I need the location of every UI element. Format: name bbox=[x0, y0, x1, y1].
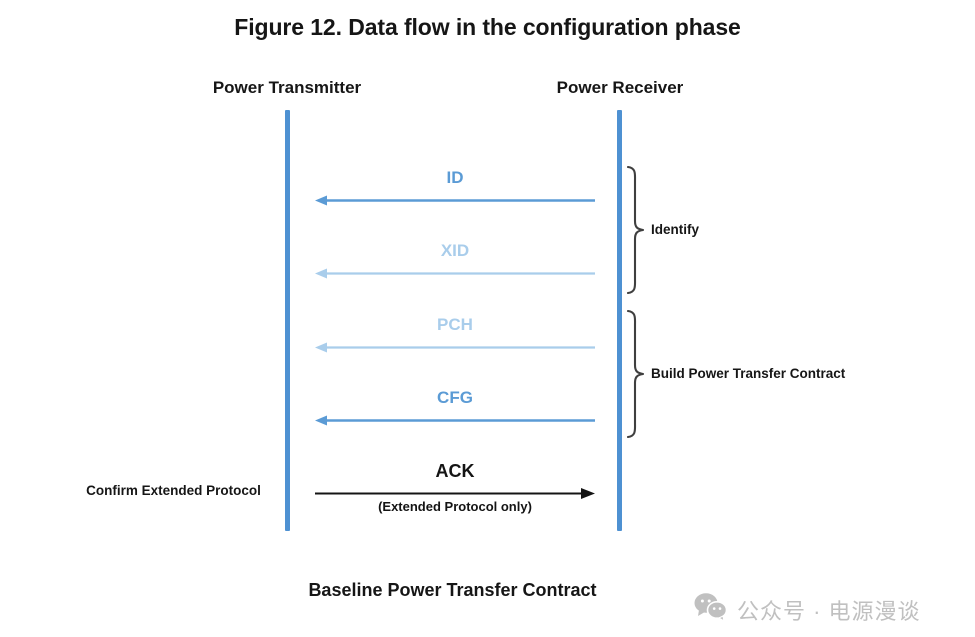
group-label-identify: Identify bbox=[651, 222, 700, 237]
actor-label-power-transmitter: Power Transmitter bbox=[212, 78, 362, 97]
note-confirm-extended-protocol: Confirm Extended Protocol bbox=[86, 483, 261, 498]
message-row-cfg: CFG bbox=[315, 388, 595, 436]
message-arrow-id bbox=[315, 195, 595, 206]
lifeline-power-receiver bbox=[617, 110, 622, 531]
message-label-id: ID bbox=[446, 168, 464, 187]
message-sublabel-ack: (Extended Protocol only) bbox=[378, 499, 532, 514]
figure-caption: Baseline Power Transfer Contract bbox=[308, 580, 597, 600]
message-arrow-cfg bbox=[315, 415, 595, 426]
actor-label-power-receiver: Power Receiver bbox=[556, 78, 684, 97]
wechat-icon bbox=[694, 592, 728, 627]
message-row-ack: ACK (Extended Protocol only) bbox=[315, 461, 595, 521]
message-label-pch: PCH bbox=[437, 315, 473, 334]
message-arrow-xid bbox=[315, 268, 595, 279]
message-row-id: ID bbox=[315, 168, 595, 216]
message-label-cfg: CFG bbox=[437, 388, 473, 407]
message-row-xid: XID bbox=[315, 241, 595, 289]
message-label-ack: ACK bbox=[435, 461, 475, 481]
curly-brace-icon bbox=[625, 165, 647, 295]
figure-title: Figure 12. Data flow in the configuratio… bbox=[234, 14, 741, 40]
group-label-build-power-transfer-contract: Build Power Transfer Contract bbox=[651, 366, 846, 381]
curly-brace-icon bbox=[625, 309, 647, 439]
watermark: 公众号 · 电源漫谈 bbox=[694, 592, 921, 627]
message-arrow-pch bbox=[315, 342, 595, 353]
lifeline-power-transmitter bbox=[285, 110, 290, 531]
watermark-text: 公众号 · 电源漫谈 bbox=[737, 598, 921, 624]
message-row-pch: PCH bbox=[315, 315, 595, 363]
message-label-xid: XID bbox=[440, 241, 470, 260]
message-arrow-ack bbox=[315, 488, 595, 499]
